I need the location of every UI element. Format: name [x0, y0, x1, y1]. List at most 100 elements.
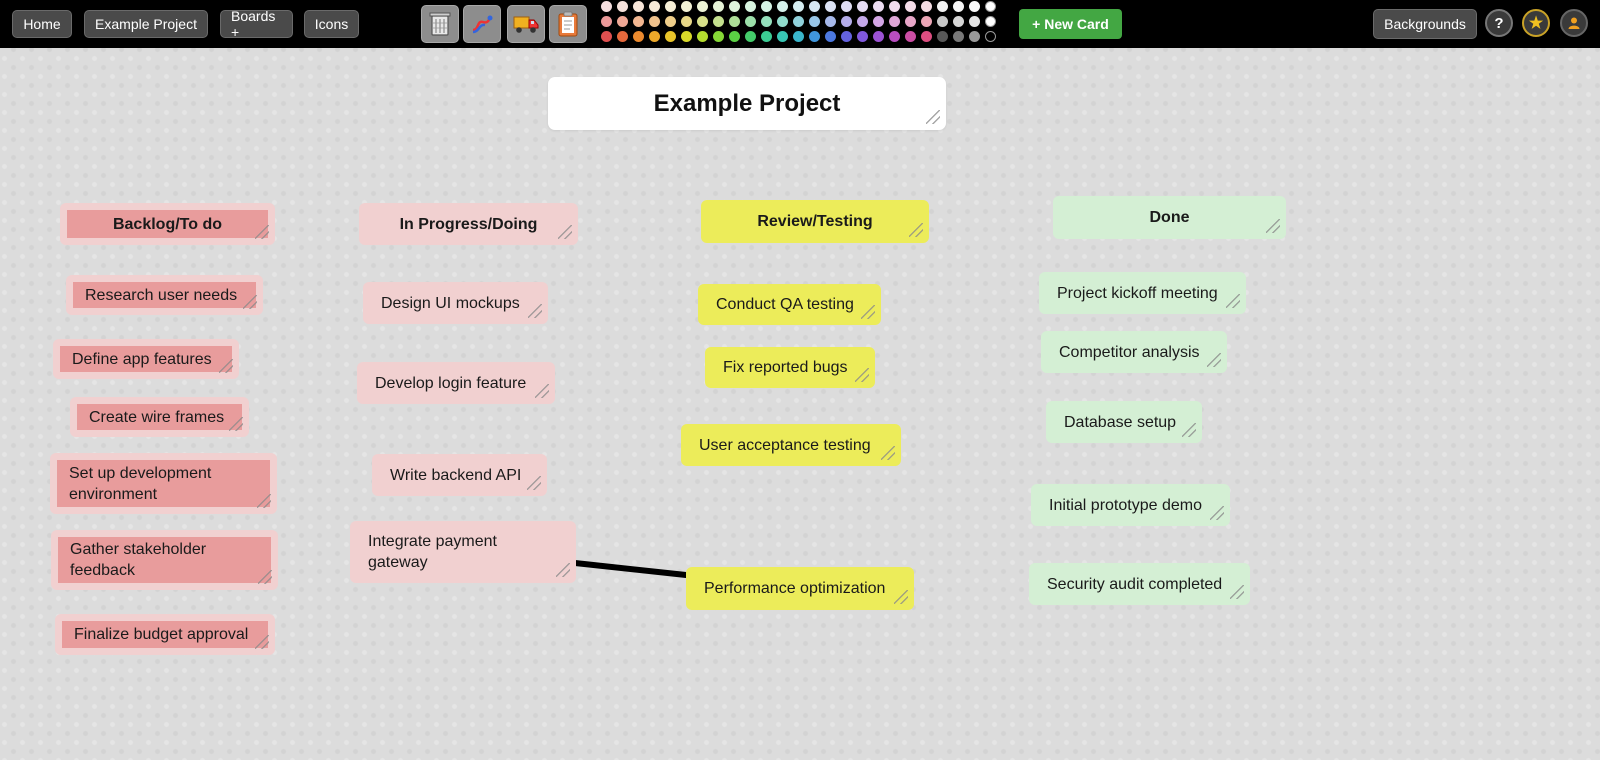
color-swatch[interactable] — [905, 1, 916, 12]
card-bugs[interactable]: Fix reported bugs — [705, 347, 875, 388]
color-swatch[interactable] — [809, 31, 820, 42]
card-perf[interactable]: Performance optimization — [686, 567, 914, 610]
color-swatch[interactable] — [649, 1, 660, 12]
color-swatch[interactable] — [665, 16, 676, 27]
card-backend[interactable]: Write backend API — [372, 454, 547, 496]
card-budget[interactable]: Finalize budget approval — [55, 614, 275, 655]
color-swatch[interactable] — [825, 1, 836, 12]
color-swatch[interactable] — [697, 1, 708, 12]
resize-handle[interactable] — [881, 446, 895, 460]
color-swatch[interactable] — [889, 1, 900, 12]
resize-handle[interactable] — [243, 295, 257, 309]
color-swatch[interactable] — [777, 1, 788, 12]
resize-handle[interactable] — [535, 384, 549, 398]
color-swatch[interactable] — [761, 31, 772, 42]
board-title-card[interactable]: Example Project — [548, 77, 946, 130]
color-swatch[interactable] — [969, 31, 980, 42]
color-swatch[interactable] — [969, 16, 980, 27]
resize-handle[interactable] — [1182, 423, 1196, 437]
resize-handle[interactable] — [229, 417, 243, 431]
color-swatch[interactable] — [921, 31, 932, 42]
resize-handle[interactable] — [255, 225, 269, 239]
color-swatch[interactable] — [953, 1, 964, 12]
resize-handle[interactable] — [258, 570, 272, 584]
card-stakeholder[interactable]: Gather stakeholder feedback — [51, 530, 278, 590]
color-swatch[interactable] — [617, 16, 628, 27]
color-swatch[interactable] — [873, 16, 884, 27]
color-swatch[interactable] — [969, 1, 980, 12]
color-swatch[interactable] — [793, 16, 804, 27]
color-swatch[interactable] — [809, 1, 820, 12]
resize-handle[interactable] — [1266, 219, 1280, 233]
resize-handle[interactable] — [861, 305, 875, 319]
color-swatch[interactable] — [857, 16, 868, 27]
resize-handle[interactable] — [909, 223, 923, 237]
resize-handle[interactable] — [556, 563, 570, 577]
color-swatch[interactable] — [745, 16, 756, 27]
resize-handle[interactable] — [1230, 585, 1244, 599]
card-security[interactable]: Security audit completed — [1029, 563, 1250, 605]
color-swatch[interactable] — [985, 1, 996, 12]
color-swatch[interactable] — [601, 16, 612, 27]
color-swatch[interactable] — [713, 16, 724, 27]
color-swatch[interactable] — [665, 1, 676, 12]
card-mockups[interactable]: Design UI mockups — [363, 282, 548, 324]
color-swatch[interactable] — [889, 31, 900, 42]
color-swatch[interactable] — [761, 16, 772, 27]
color-swatch[interactable] — [793, 31, 804, 42]
color-swatch[interactable] — [617, 1, 628, 12]
color-swatch[interactable] — [713, 31, 724, 42]
move-button[interactable] — [507, 5, 545, 43]
color-swatch[interactable] — [953, 16, 964, 27]
resize-handle[interactable] — [219, 359, 233, 373]
color-swatch[interactable] — [729, 31, 740, 42]
color-swatch[interactable] — [601, 1, 612, 12]
home-button[interactable]: Home — [12, 10, 72, 38]
color-swatch[interactable] — [937, 1, 948, 12]
backgrounds-button[interactable]: Backgrounds — [1373, 9, 1477, 39]
resize-handle[interactable] — [855, 368, 869, 382]
resize-handle[interactable] — [558, 225, 572, 239]
color-swatch[interactable] — [681, 31, 692, 42]
color-swatch[interactable] — [809, 16, 820, 27]
color-swatch[interactable] — [633, 16, 644, 27]
color-swatch[interactable] — [665, 31, 676, 42]
boards-button[interactable]: Boards + — [220, 8, 293, 40]
card-database[interactable]: Database setup — [1046, 401, 1202, 443]
project-button[interactable]: Example Project — [84, 10, 208, 38]
column-header-backlog[interactable]: Backlog/To do — [60, 203, 275, 245]
color-swatch[interactable] — [873, 1, 884, 12]
color-swatch[interactable] — [633, 1, 644, 12]
color-swatch[interactable] — [697, 31, 708, 42]
color-swatch[interactable] — [761, 1, 772, 12]
color-swatch[interactable] — [633, 31, 644, 42]
color-swatch[interactable] — [777, 16, 788, 27]
icons-button[interactable]: Icons — [304, 10, 359, 38]
color-swatch[interactable] — [841, 16, 852, 27]
color-swatch[interactable] — [937, 31, 948, 42]
account-button[interactable] — [1560, 9, 1588, 37]
card-qa[interactable]: Conduct QA testing — [698, 284, 881, 325]
resize-handle[interactable] — [926, 110, 940, 124]
card-payment[interactable]: Integrate payment gateway — [350, 521, 576, 583]
card-uat[interactable]: User acceptance testing — [681, 424, 901, 466]
color-swatch[interactable] — [905, 16, 916, 27]
color-swatch[interactable] — [713, 1, 724, 12]
card-prototype[interactable]: Initial prototype demo — [1031, 484, 1230, 526]
color-swatch[interactable] — [745, 1, 756, 12]
card-research[interactable]: Research user needs — [66, 275, 263, 315]
color-swatch[interactable] — [745, 31, 756, 42]
help-button[interactable]: ? — [1485, 9, 1513, 37]
card-login[interactable]: Develop login feature — [357, 362, 555, 404]
color-swatch[interactable] — [841, 1, 852, 12]
color-swatch[interactable] — [649, 31, 660, 42]
color-swatch[interactable] — [857, 31, 868, 42]
card-define[interactable]: Define app features — [53, 339, 239, 379]
column-header-progress[interactable]: In Progress/Doing — [359, 203, 578, 245]
color-swatch[interactable] — [985, 16, 996, 27]
column-header-done[interactable]: Done — [1053, 196, 1286, 239]
card-devenv[interactable]: Set up development environment — [50, 453, 277, 514]
color-swatch[interactable] — [649, 16, 660, 27]
resize-handle[interactable] — [1210, 506, 1224, 520]
connect-button[interactable] — [463, 5, 501, 43]
